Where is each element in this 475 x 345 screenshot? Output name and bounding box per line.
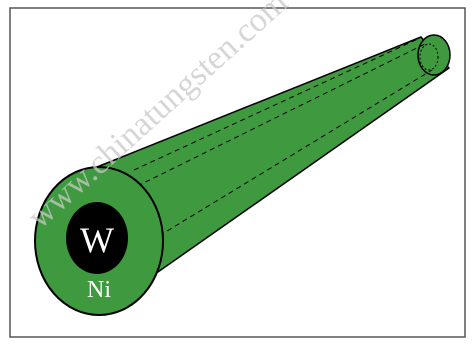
core-hidden-line-top xyxy=(96,43,426,207)
far-end-outer-cap xyxy=(417,34,451,76)
tungsten-core-face xyxy=(66,202,128,274)
tungsten-core-label: W xyxy=(80,220,114,260)
nickel-shell-label: Ni xyxy=(87,277,111,303)
far-end-inner-core-dotted xyxy=(419,43,439,71)
outer-hidden-line xyxy=(133,37,421,171)
